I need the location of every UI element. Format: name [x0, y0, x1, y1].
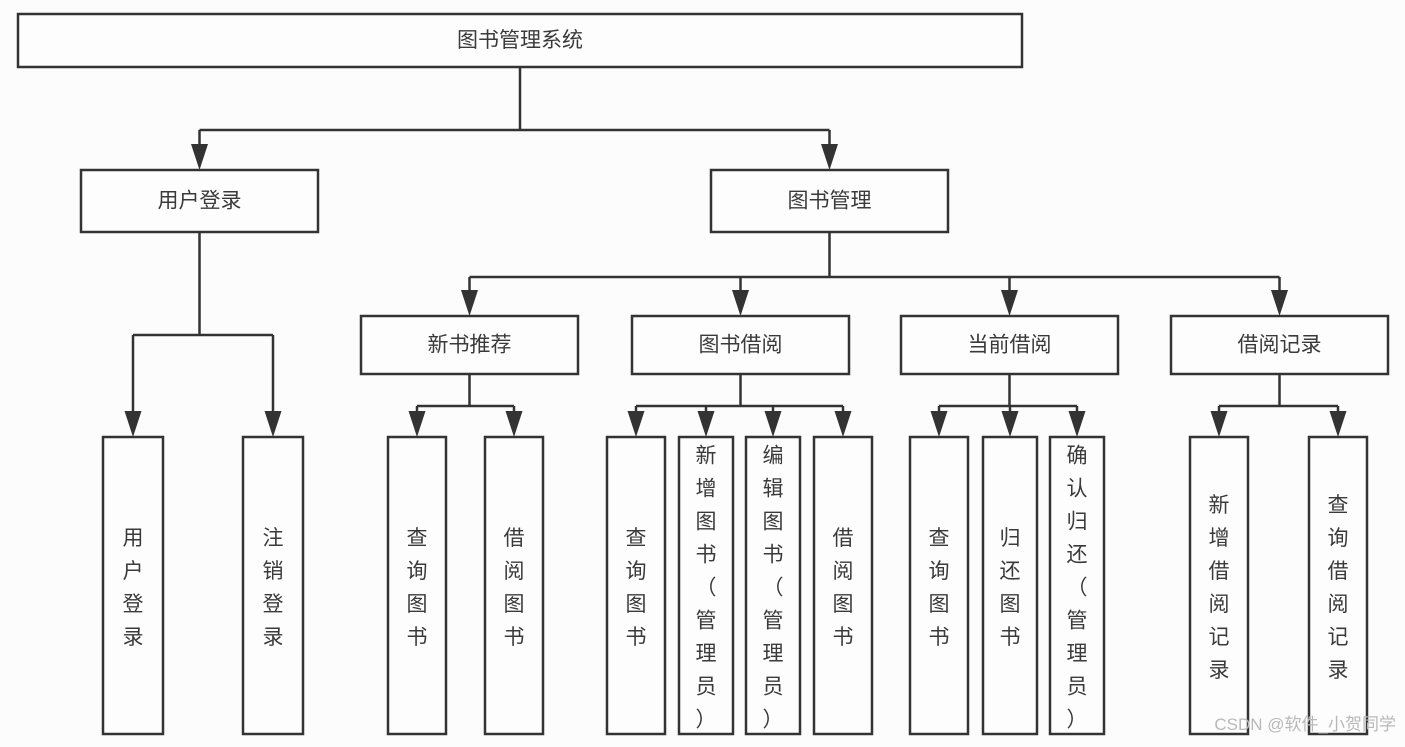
level3-branch-2-arrowhead: [1001, 290, 1018, 316]
user-login-branch-1-arrowhead: [264, 411, 282, 437]
node-level3-2-label: 当前借阅: [968, 334, 1052, 357]
node-root-system[interactable]: 图书管理系统: [16, 12, 1024, 69]
borrow-record-branch-0-arrowhead: [1210, 411, 1228, 437]
node-leaf-12-box[interactable]: [1307, 435, 1369, 736]
node-leaf-0-label: 用户登录: [123, 527, 144, 649]
node-level2-1[interactable]: 图书管理: [709, 168, 950, 234]
current-borrow-branch-0-arrowhead: [930, 411, 948, 437]
node-leaf-3-label: 借阅图书: [504, 527, 525, 649]
new-book-branch-0-arrowhead: [408, 411, 426, 437]
node-leaf-9[interactable]: 归还图书: [981, 435, 1039, 736]
node-level3-1-box[interactable]: [630, 314, 851, 376]
node-level3-1-label: 图书借阅: [699, 334, 783, 357]
node-leaf-11-label: 新增借阅记录: [1209, 494, 1230, 682]
node-leaf-5-box[interactable]: [677, 435, 735, 736]
node-level2-0-box[interactable]: [79, 168, 320, 234]
node-leaf-2-label: 查询图书: [407, 527, 428, 649]
node-leaf-4-box[interactable]: [605, 435, 667, 736]
connector-layer: [124, 67, 1347, 437]
level3-branch-0-arrowhead: [461, 290, 478, 316]
node-leaf-7-box[interactable]: [812, 435, 874, 736]
node-leaf-2[interactable]: 查询图书: [386, 435, 448, 736]
book-borrow-branch-0-arrowhead: [627, 411, 645, 437]
level2-branch-0-arrowhead: [191, 144, 208, 170]
node-leaf-3-box[interactable]: [483, 435, 545, 736]
node-leaf-0[interactable]: 用户登录: [101, 435, 165, 736]
node-level2-0-label: 用户登录: [158, 190, 242, 213]
node-leaf-10-label: 确认归还（管理员）: [1067, 445, 1088, 732]
node-leaf-6-label: 编辑图书（管理员）: [763, 445, 784, 732]
node-leaf-1-box[interactable]: [241, 435, 305, 736]
node-leaf-11-box[interactable]: [1188, 435, 1250, 736]
book-borrow-branch-1-arrowhead: [697, 411, 715, 437]
node-level3-3[interactable]: 借阅记录: [1169, 314, 1390, 376]
node-leaf-7[interactable]: 借阅图书: [812, 435, 874, 736]
node-leaf-8-label: 查询图书: [929, 527, 950, 649]
node-leaf-12-label: 查询借阅记录: [1328, 494, 1349, 682]
node-leaf-8[interactable]: 查询图书: [908, 435, 970, 736]
node-level2-1-label: 图书管理: [788, 190, 872, 213]
node-level3-0-label: 新书推荐: [428, 334, 512, 357]
user-login-branch-0-arrowhead: [124, 411, 142, 437]
node-root-system-box[interactable]: [16, 12, 1024, 69]
csdn-watermark: CSDN @软件_小贺同学: [1214, 715, 1396, 734]
node-leaf-12[interactable]: 查询借阅记录: [1307, 435, 1369, 736]
node-level3-0[interactable]: 新书推荐: [359, 314, 580, 376]
level3-branch-3-arrowhead: [1271, 290, 1288, 316]
node-level3-2-box[interactable]: [899, 314, 1120, 376]
node-leaf-3[interactable]: 借阅图书: [483, 435, 545, 736]
node-level3-1[interactable]: 图书借阅: [630, 314, 851, 376]
level3-branch-1-arrowhead: [732, 290, 749, 316]
node-level3-3-label: 借阅记录: [1238, 334, 1322, 357]
node-leaf-8-box[interactable]: [908, 435, 970, 736]
node-leaf-10-box[interactable]: [1048, 435, 1106, 736]
node-leaf-4[interactable]: 查询图书: [605, 435, 667, 736]
node-level3-2[interactable]: 当前借阅: [899, 314, 1120, 376]
node-leaf-0-box[interactable]: [101, 435, 165, 736]
new-book-branch-1-arrowhead: [505, 411, 523, 437]
node-leaf-7-label: 借阅图书: [833, 527, 854, 649]
node-root-system-label: 图书管理系统: [457, 29, 583, 52]
node-leaf-9-box[interactable]: [981, 435, 1039, 736]
node-layer: 图书管理系统用户登录图书管理新书推荐图书借阅当前借阅借阅记录用户登录注销登录查询…: [16, 12, 1390, 736]
level2-branch-1-arrowhead: [821, 144, 838, 170]
node-leaf-10[interactable]: 确认归还（管理员）: [1048, 435, 1106, 736]
node-leaf-5-label: 新增图书（管理员）: [696, 445, 717, 732]
book-borrow-branch-2-arrowhead: [764, 411, 782, 437]
current-borrow-branch-2-arrowhead: [1068, 411, 1086, 437]
book-borrow-branch-3-arrowhead: [834, 411, 852, 437]
node-leaf-6-box[interactable]: [744, 435, 802, 736]
node-level3-3-box[interactable]: [1169, 314, 1390, 376]
node-leaf-9-label: 归还图书: [1000, 527, 1021, 649]
node-leaf-11[interactable]: 新增借阅记录: [1188, 435, 1250, 736]
node-leaf-5[interactable]: 新增图书（管理员）: [677, 435, 735, 736]
node-leaf-4-label: 查询图书: [626, 527, 647, 649]
current-borrow-branch-1-arrowhead: [1001, 411, 1019, 437]
node-leaf-1-label: 注销登录: [263, 527, 284, 649]
node-level2-0[interactable]: 用户登录: [79, 168, 320, 234]
node-leaf-1[interactable]: 注销登录: [241, 435, 305, 736]
borrow-record-branch-1-arrowhead: [1329, 411, 1347, 437]
node-level2-1-box[interactable]: [709, 168, 950, 234]
node-leaf-6[interactable]: 编辑图书（管理员）: [744, 435, 802, 736]
node-level3-0-box[interactable]: [359, 314, 580, 376]
node-leaf-2-box[interactable]: [386, 435, 448, 736]
